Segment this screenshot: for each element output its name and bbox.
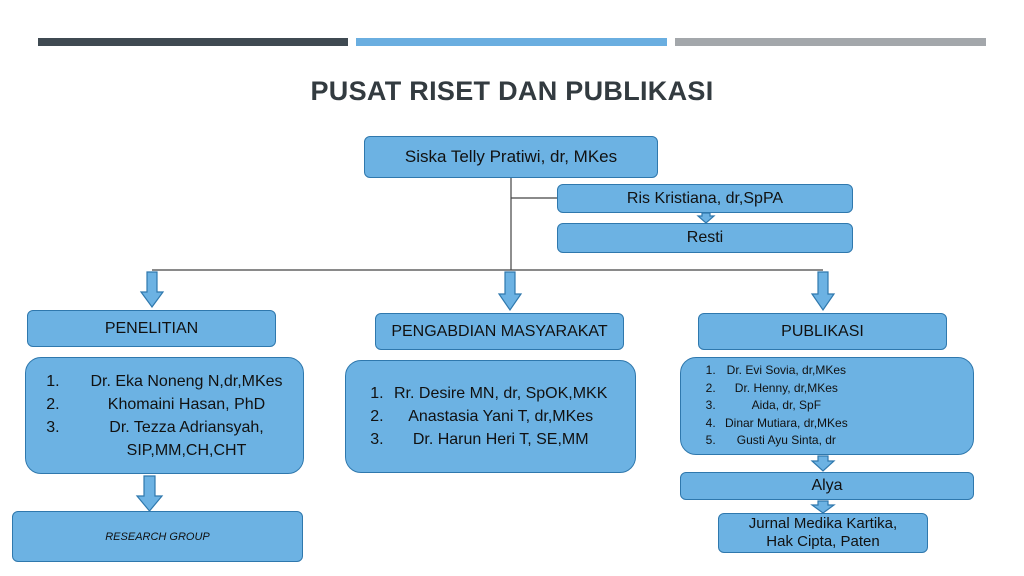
output-line-1: Jurnal Medika Kartika, <box>748 515 898 532</box>
member-item: Gusti Ayu Sinta, dr <box>719 432 848 450</box>
arrow-to-penelitian <box>139 271 165 309</box>
arrow-to-alya <box>810 455 836 472</box>
member-item: Khomaini Hasan, PhD <box>64 393 303 416</box>
publikasi-output-node: Jurnal Medika Kartika, Hak Cipta, Paten <box>718 513 928 553</box>
member-item: Anastasia Yani T, dr,MKes <box>388 405 607 428</box>
arrow-to-research-group <box>135 475 164 512</box>
pengabdian-members: Rr. Desire MN, dr, SpOK,MKK Anastasia Ya… <box>345 360 636 473</box>
member-item: Dr. Tezza Adriansyah, SIP,MM,CH,CHT <box>64 416 303 462</box>
arrow-to-output <box>810 500 836 514</box>
publikasi-staff-node: Alya <box>680 472 974 500</box>
member-item: Dinar Mutiara, dr,MKes <box>719 415 848 433</box>
penelitian-members: Dr. Eka Noneng N,dr,MKes Khomaini Hasan,… <box>25 357 304 474</box>
staff-node: Resti <box>557 223 853 253</box>
head-node: Siska Telly Pratiwi, dr, MKes <box>364 136 658 178</box>
page-title: PUSAT RISET DAN PUBLIKASI <box>310 76 714 106</box>
output-line-2: Hak Cipta, Paten <box>766 533 880 550</box>
arrow-to-resti <box>696 212 716 224</box>
member-item: Aida, dr, SpF <box>719 397 848 415</box>
member-item: Dr. Eka Noneng N,dr,MKes <box>64 370 303 393</box>
header-bar-blue <box>356 38 667 46</box>
publikasi-node: PUBLIKASI <box>698 313 947 350</box>
header-bar-gray <box>675 38 986 46</box>
arrow-to-pengabdian <box>497 271 523 312</box>
arrow-to-publikasi <box>810 271 836 312</box>
member-item: Dr. Harun Heri T, SE,MM <box>388 428 607 451</box>
member-item: Dr. Henny, dr,MKes <box>719 380 848 398</box>
header-bar-dark <box>38 38 348 46</box>
member-item: Dr. Evi Sovia, dr,MKes <box>719 362 848 380</box>
publikasi-members: Dr. Evi Sovia, dr,MKes Dr. Henny, dr,MKe… <box>680 357 974 455</box>
assistant-node: Ris Kristiana, dr,SpPA <box>557 184 853 213</box>
pengabdian-node: PENGABDIAN MASYARAKAT <box>375 313 624 350</box>
member-item: Rr. Desire MN, dr, SpOK,MKK <box>388 382 607 405</box>
research-group-node: RESEARCH GROUP <box>12 511 303 562</box>
penelitian-node: PENELITIAN <box>27 310 276 347</box>
